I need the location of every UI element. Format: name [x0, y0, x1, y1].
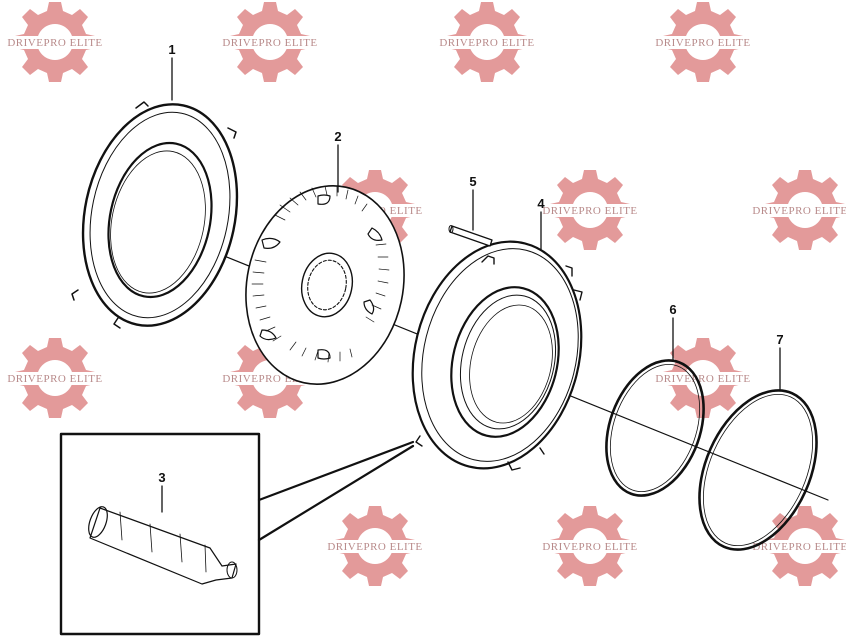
callout-2: 2	[334, 129, 341, 144]
watermark-text: DRIVEPRO ELITE	[655, 37, 750, 49]
detail-inset	[59, 432, 415, 636]
part-3-sleeve	[88, 506, 238, 585]
callout-1: 1	[168, 42, 175, 57]
callout-6: 6	[669, 302, 676, 317]
watermark-text: DRIVEPRO ELITE	[752, 205, 846, 217]
part-4-piston	[411, 240, 583, 471]
watermark-text: DRIVEPRO ELITE	[7, 373, 102, 385]
watermark-text: DRIVEPRO ELITE	[439, 37, 534, 49]
part-6-o-ring	[605, 359, 705, 497]
watermark-text: DRIVEPRO ELITE	[222, 37, 317, 49]
watermark-text: DRIVEPRO ELITE	[752, 541, 846, 553]
callout-7: 7	[776, 332, 783, 347]
parts-layer	[59, 57, 829, 636]
watermark-text: DRIVEPRO ELITE	[327, 541, 422, 553]
watermark-text: DRIVEPRO ELITE	[542, 541, 637, 553]
callout-3: 3	[158, 470, 165, 485]
part-7-o-ring	[698, 389, 818, 551]
part-5-pin	[448, 225, 493, 247]
leader-lines	[161, 57, 781, 513]
callout-4: 4	[537, 196, 545, 211]
callout-labels: 1 2 3 4 5 6 7	[158, 42, 783, 485]
part-2-friction-disc	[245, 185, 405, 385]
watermark-text: DRIVEPRO ELITE	[542, 205, 637, 217]
part-1-plate	[71, 101, 239, 329]
callout-5: 5	[469, 174, 476, 189]
watermark-text: DRIVEPRO ELITE	[7, 37, 102, 49]
watermark-text: DRIVEPRO ELITE	[655, 373, 750, 385]
